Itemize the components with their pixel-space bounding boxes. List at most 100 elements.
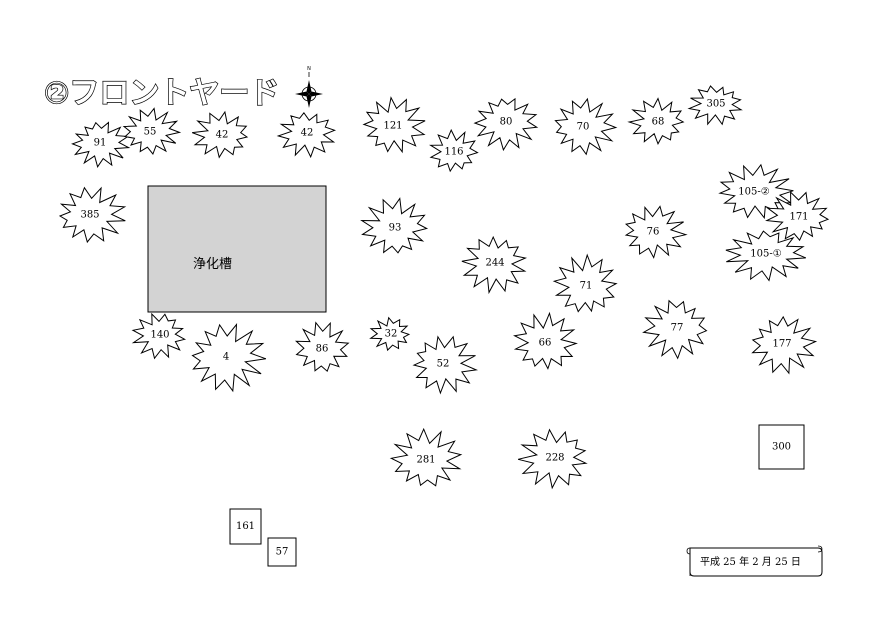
plant-markers: 91 55 42 42 121 116 80 70 68 305 105-② 171 105-① 385 9… xyxy=(58,85,830,567)
plant-label: 121 xyxy=(383,121,402,132)
plant-marker: 116 xyxy=(428,128,479,173)
plant-label: 228 xyxy=(545,453,564,464)
plant-marker: 91 xyxy=(71,121,131,168)
burst-shape xyxy=(362,96,426,154)
date-scroll: 平成 25 年 2 月 25 日 xyxy=(686,545,823,577)
burst-shape xyxy=(642,299,708,360)
plant-label: 244 xyxy=(485,258,504,269)
plant-label: 57 xyxy=(276,547,289,558)
date-label: 平成 25 年 2 月 25 日 xyxy=(700,555,801,568)
plant-label: 55 xyxy=(144,127,157,138)
plant-label: 171 xyxy=(789,212,808,223)
plant-marker: 42 xyxy=(192,110,249,159)
plant-marker: 86 xyxy=(294,321,350,373)
burst-shape xyxy=(369,316,411,352)
plant-label: 32 xyxy=(385,329,398,340)
compass-north-label: N xyxy=(307,66,311,72)
plant-marker: 161 xyxy=(229,508,262,545)
plant-marker: 228 xyxy=(517,428,588,490)
plant-marker: 4 xyxy=(191,322,267,393)
plant-label: 77 xyxy=(671,323,684,334)
burst-shape xyxy=(294,321,350,373)
plant-label: 91 xyxy=(94,138,107,149)
burst-shape xyxy=(751,315,818,375)
burst-shape xyxy=(765,191,830,242)
plant-marker: 105-② xyxy=(718,163,794,220)
plant-marker: 80 xyxy=(473,97,539,152)
plant-label: 52 xyxy=(437,359,450,370)
burst-shape xyxy=(718,163,794,220)
burst-shape xyxy=(389,427,463,487)
plant-label: 105-② xyxy=(738,187,769,198)
plant-label: 42 xyxy=(301,128,314,139)
plant-marker: 93 xyxy=(360,197,429,254)
plant-marker: 300 xyxy=(758,424,805,470)
plant-marker: 57 xyxy=(267,537,297,567)
burst-shape xyxy=(131,312,187,360)
plant-label: 305 xyxy=(706,99,725,110)
burst-shape xyxy=(473,97,539,152)
burst-shape xyxy=(552,253,618,313)
burst-shape xyxy=(725,230,806,282)
plant-marker: 70 xyxy=(554,97,618,156)
burst-shape xyxy=(71,121,131,168)
plant-label: 140 xyxy=(150,330,169,341)
plant-label: 116 xyxy=(444,147,463,158)
septic-tank: 浄化槽 xyxy=(147,185,327,313)
plant-label: 300 xyxy=(772,442,791,453)
burst-shape xyxy=(412,335,479,395)
plant-marker: 76 xyxy=(624,205,688,259)
plant-label: 70 xyxy=(577,122,590,133)
plant-marker: 55 xyxy=(122,107,182,155)
burst-shape xyxy=(428,128,479,173)
plant-marker: 42 xyxy=(276,111,337,159)
plant-marker: 77 xyxy=(642,299,708,360)
plant-label: 4 xyxy=(223,352,229,363)
box-shape xyxy=(758,424,805,470)
burst-shape xyxy=(191,322,267,393)
plant-label: 66 xyxy=(539,338,552,349)
plant-label: 93 xyxy=(389,223,402,234)
plant-marker: 105-① xyxy=(725,230,806,282)
burst-shape xyxy=(513,311,578,370)
plant-marker: 52 xyxy=(412,335,479,395)
compass-icon: N xyxy=(295,66,323,108)
box-shape xyxy=(229,508,262,545)
burst-shape xyxy=(687,85,743,126)
burst-shape xyxy=(627,97,685,145)
burst-shape xyxy=(554,97,618,156)
plant-marker: 66 xyxy=(513,311,578,370)
burst-shape xyxy=(192,110,249,159)
burst-shape xyxy=(276,111,337,159)
plant-label: 385 xyxy=(80,210,99,221)
septic-tank-label: 浄化槽 xyxy=(193,257,232,272)
plant-marker: 385 xyxy=(58,186,127,244)
plant-label: 80 xyxy=(500,117,513,128)
plant-label: 105-① xyxy=(750,249,781,260)
plant-marker: 171 xyxy=(765,191,830,242)
plant-label: 42 xyxy=(216,130,229,141)
plant-label: 177 xyxy=(772,339,791,350)
burst-shape xyxy=(461,235,528,295)
burst-shape xyxy=(122,107,182,155)
septic-tank-area xyxy=(147,185,327,313)
plant-marker: 32 xyxy=(369,316,411,352)
plant-label: 68 xyxy=(652,117,665,128)
plant-label: 86 xyxy=(316,344,329,355)
plant-marker: 244 xyxy=(461,235,528,295)
burst-shape xyxy=(517,428,588,490)
plant-label: 76 xyxy=(647,227,660,238)
plant-marker: 140 xyxy=(131,312,187,360)
plant-marker: 305 xyxy=(687,85,743,126)
plant-marker: 281 xyxy=(389,427,463,487)
map-title: ②フロントヤード xyxy=(44,76,279,111)
box-shape xyxy=(267,537,297,567)
plant-label: 281 xyxy=(416,455,435,466)
plant-label: 71 xyxy=(580,281,593,292)
burst-shape xyxy=(58,186,127,244)
plant-marker: 68 xyxy=(627,97,685,145)
plant-marker: 71 xyxy=(552,253,618,313)
plant-marker: 177 xyxy=(751,315,818,375)
burst-shape xyxy=(624,205,688,259)
